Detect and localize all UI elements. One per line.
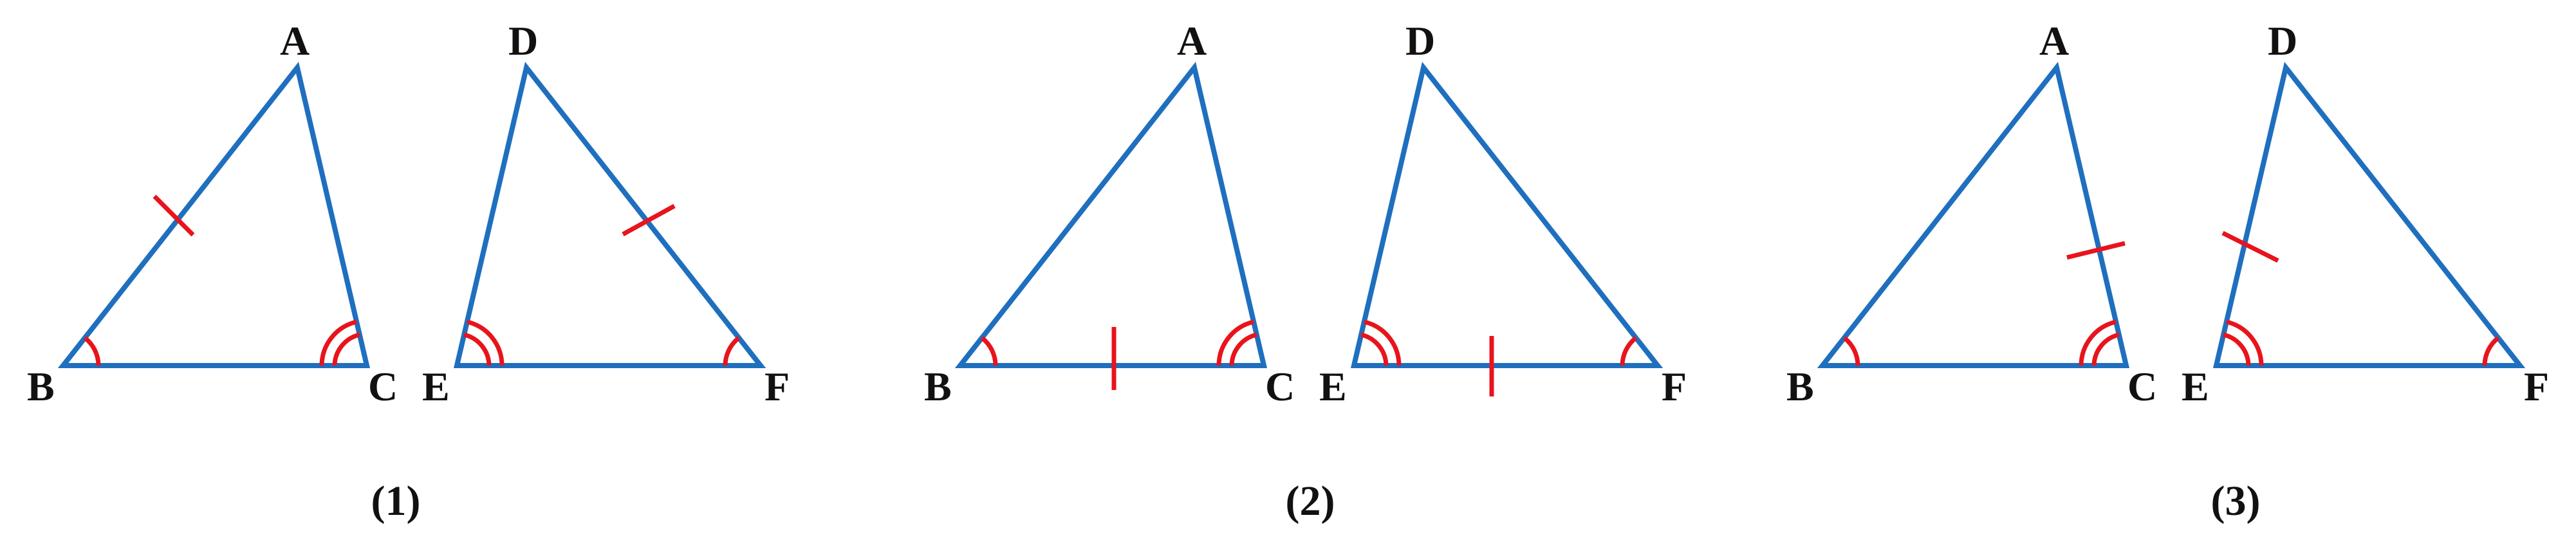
angle-mark-double xyxy=(467,319,505,366)
angle-mark-double xyxy=(1364,319,1402,366)
triangle-outline xyxy=(954,61,1268,368)
triangle-outline xyxy=(2212,61,2526,368)
vertex-label-e: E xyxy=(1319,364,1347,409)
triangle-outline xyxy=(1817,61,2130,368)
angle-mark-single xyxy=(980,336,998,366)
panel-1: A B C D E F (1) xyxy=(27,18,790,525)
vertex-label-f: F xyxy=(764,364,790,409)
vertex-label-d: D xyxy=(1405,18,1435,64)
vertex-label-c: C xyxy=(2127,364,2157,409)
vertex-label-c: C xyxy=(368,364,398,409)
vertex-label-a: A xyxy=(280,18,310,64)
triangle-def: D E F xyxy=(1319,18,1687,409)
triangle-outline xyxy=(453,61,766,368)
angle-mark-double xyxy=(2223,332,2251,366)
panel-caption: (1) xyxy=(371,478,421,525)
triangle-abc: A B C xyxy=(1786,18,2157,409)
vertex-label-b: B xyxy=(1786,364,1814,409)
vertex-label-d: D xyxy=(508,18,538,64)
angle-mark-single xyxy=(723,336,741,366)
angle-mark-double xyxy=(463,332,492,366)
vertex-label-b: B xyxy=(27,364,55,409)
angle-mark-single xyxy=(1620,336,1638,366)
angle-mark-single xyxy=(2482,336,2500,366)
triangle-outline xyxy=(57,61,371,368)
side-tick-mark xyxy=(2221,230,2279,263)
panel-caption: (3) xyxy=(2211,478,2261,525)
panel-2: A B C D E F (2) xyxy=(924,18,1687,525)
vertex-label-f: F xyxy=(2524,364,2549,409)
angle-mark-double xyxy=(332,332,360,366)
angle-mark-single xyxy=(1842,336,1860,366)
angle-mark-double xyxy=(2079,319,2117,366)
side-tick-mark xyxy=(622,203,676,237)
triangle-def: D E F xyxy=(422,18,790,409)
angle-mark-double xyxy=(1216,319,1254,366)
vertex-label-a: A xyxy=(2039,18,2069,64)
vertex-label-b: B xyxy=(924,364,952,409)
angle-mark-double xyxy=(319,319,357,366)
vertex-label-c: C xyxy=(1265,364,1295,409)
vertex-label-e: E xyxy=(422,364,450,409)
triangle-abc: A B C xyxy=(27,18,398,409)
triangle-def: D E F xyxy=(2182,18,2549,409)
panel-3: A B C D E F (3) xyxy=(1786,18,2549,525)
vertex-label-d: D xyxy=(2268,18,2297,64)
triangle-outline xyxy=(1350,61,1663,368)
side-tick-mark xyxy=(153,194,195,237)
angle-mark-double xyxy=(2226,319,2264,366)
angle-mark-double xyxy=(1360,332,1389,366)
panel-caption: (2) xyxy=(1286,478,1335,525)
angle-mark-double xyxy=(2091,332,2120,366)
angle-mark-double xyxy=(1229,332,1257,366)
vertex-label-a: A xyxy=(1177,18,1207,64)
vertex-label-f: F xyxy=(1662,364,1687,409)
vertex-label-e: E xyxy=(2182,364,2209,409)
triangle-abc: A B C xyxy=(924,18,1295,409)
side-tick-mark xyxy=(2066,241,2126,260)
angle-mark-single xyxy=(83,336,101,366)
